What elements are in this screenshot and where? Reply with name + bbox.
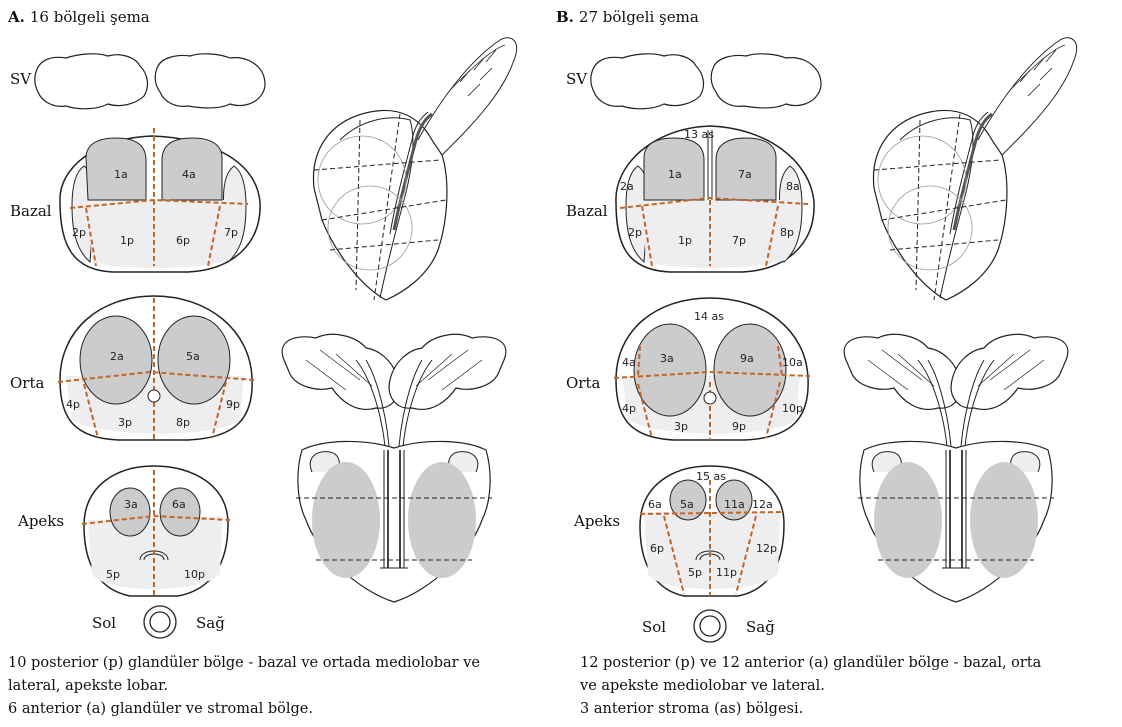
zone-15as: 15 as bbox=[696, 470, 726, 483]
zone-5a: 5a bbox=[186, 350, 200, 363]
caption-a-line-2: lateral, apekste lobar. bbox=[8, 675, 480, 698]
caption-a-line-3: 6 anterior (a) glandüler ve stromal bölg… bbox=[8, 698, 480, 721]
zone-7p-b: 7p bbox=[732, 234, 746, 247]
zone-10p: 10p bbox=[184, 568, 205, 581]
coronal-view-a bbox=[282, 334, 506, 602]
zone-10a-b: 10a bbox=[782, 356, 803, 369]
zone-6p: 6p bbox=[176, 234, 190, 247]
zone-8p: 8p bbox=[176, 416, 190, 429]
zone-6a: 6a bbox=[172, 498, 186, 511]
seminal-vesicle-left-a bbox=[35, 54, 148, 109]
sol-label-b: Sol bbox=[642, 618, 666, 636]
seminal-vesicle-right-b bbox=[711, 54, 821, 108]
panel-b: SV 13 as 1a 7a 2a 8a 2p 1p 7p 8p Bazal bbox=[566, 38, 1077, 642]
orta-label-a: Orta bbox=[10, 374, 44, 392]
orta-section-b: 14 as 3a 9a 4a 10a 4p 3p 9p 10p Orta bbox=[566, 298, 810, 440]
urethra-inner-a bbox=[150, 612, 170, 632]
zone-13as: 13 as bbox=[684, 128, 714, 141]
zone-3p: 3p bbox=[118, 416, 132, 429]
zone-4a-b: 4a bbox=[622, 356, 636, 369]
bazal-section-a: 1a 4a 2p 1p 6p 7p Bazal bbox=[10, 128, 260, 272]
zone-8a-b: 8a bbox=[786, 180, 800, 193]
sv-label-a: SV bbox=[10, 70, 32, 88]
zone-3p-b: 3p bbox=[674, 420, 688, 433]
zone-11p-b: 11p bbox=[716, 566, 737, 579]
zone-4a: 4a bbox=[182, 168, 196, 181]
orta-section-a: 2a 5a 4p 3p 8p 9p Orta bbox=[10, 296, 254, 440]
zone-6p-b: 6p bbox=[650, 542, 664, 555]
caption-b-line-3: 3 anterior stroma (as) bölgesi. bbox=[580, 698, 1041, 721]
sag-label-b: Sağ bbox=[746, 618, 775, 636]
bazal-label-b: Bazal bbox=[566, 202, 608, 220]
zone-4p-b: 4p bbox=[622, 402, 636, 415]
apeks-section-b: 15 as 5a 11a 6a 12a 6p 12p 5p 11p Apeks bbox=[573, 466, 784, 596]
bazal-label-a: Bazal bbox=[10, 202, 52, 220]
seminal-vesicle-left-b bbox=[591, 54, 704, 109]
zone-7a-b: 7a bbox=[738, 168, 752, 181]
zone-14as: 14 as bbox=[694, 310, 724, 323]
zone-10p-b: 10p bbox=[782, 402, 803, 415]
sagittal-view-b bbox=[873, 38, 1076, 300]
zone-1p: 1p bbox=[120, 234, 134, 247]
caption-b-line-1: 12 posterior (p) ve 12 anterior (a) glan… bbox=[580, 652, 1041, 675]
sol-label-a: Sol bbox=[92, 614, 116, 632]
zone-8p-b: 8p bbox=[780, 226, 794, 239]
sv-label-b: SV bbox=[566, 70, 588, 88]
apeks-label-b: Apeks bbox=[573, 512, 620, 530]
zone-5a-b: 5a bbox=[680, 498, 694, 511]
zone-2a-b: 2a bbox=[620, 180, 634, 193]
zone-3a: 3a bbox=[124, 498, 138, 511]
zone-2p-b: 2p bbox=[628, 226, 642, 239]
caption-b-line-2: ve apekste mediolobar ve lateral. bbox=[580, 675, 1041, 698]
bazal-section-b: 13 as 1a 7a 2a 8a 2p 1p 7p 8p Bazal bbox=[566, 126, 814, 272]
zone-1a: 1a bbox=[114, 168, 128, 181]
urethra-inner-b bbox=[700, 616, 720, 636]
zone-1a-b: 1a bbox=[668, 168, 682, 181]
apeks-label-a: Apeks bbox=[17, 512, 64, 530]
caption-b: 12 posterior (p) ve 12 anterior (a) glan… bbox=[580, 652, 1041, 721]
zone-5p-b: 5p bbox=[688, 566, 702, 579]
zone-9a-b: 9a bbox=[740, 352, 754, 365]
caption-a: 10 posterior (p) glandüler bölge - bazal… bbox=[8, 652, 480, 721]
zone-3a-b: 3a bbox=[660, 352, 674, 365]
seminal-vesicle-right-a bbox=[155, 54, 265, 108]
zone-1p-b: 1p bbox=[678, 234, 692, 247]
zone-11a-b: 11a bbox=[724, 498, 745, 511]
zone-2p: 2p bbox=[72, 226, 86, 239]
zone-5p: 5p bbox=[106, 568, 120, 581]
sagittal-view-a bbox=[313, 38, 516, 300]
panel-a: SV 1a 4a 2p 1p 6p 7p Bazal bbox=[10, 38, 517, 638]
zone-9p-b: 9p bbox=[732, 420, 746, 433]
zone-12p-b: 12p bbox=[756, 542, 777, 555]
caption-a-line-1: 10 posterior (p) glandüler bölge - bazal… bbox=[8, 652, 480, 675]
zone-9p: 9p bbox=[226, 398, 240, 411]
apeks-section-a: 3a 6a 5p 10p Apeks bbox=[17, 466, 230, 596]
zone-6a-b: 6a bbox=[648, 498, 662, 511]
zone-2a: 2a bbox=[110, 350, 124, 363]
zone-4p: 4p bbox=[66, 398, 80, 411]
orta-label-b: Orta bbox=[566, 374, 600, 392]
coronal-view-b bbox=[844, 334, 1068, 602]
zone-7p: 7p bbox=[224, 226, 238, 239]
zone-12a-b: 12a bbox=[752, 498, 773, 511]
sag-label-a: Sağ bbox=[196, 614, 225, 632]
